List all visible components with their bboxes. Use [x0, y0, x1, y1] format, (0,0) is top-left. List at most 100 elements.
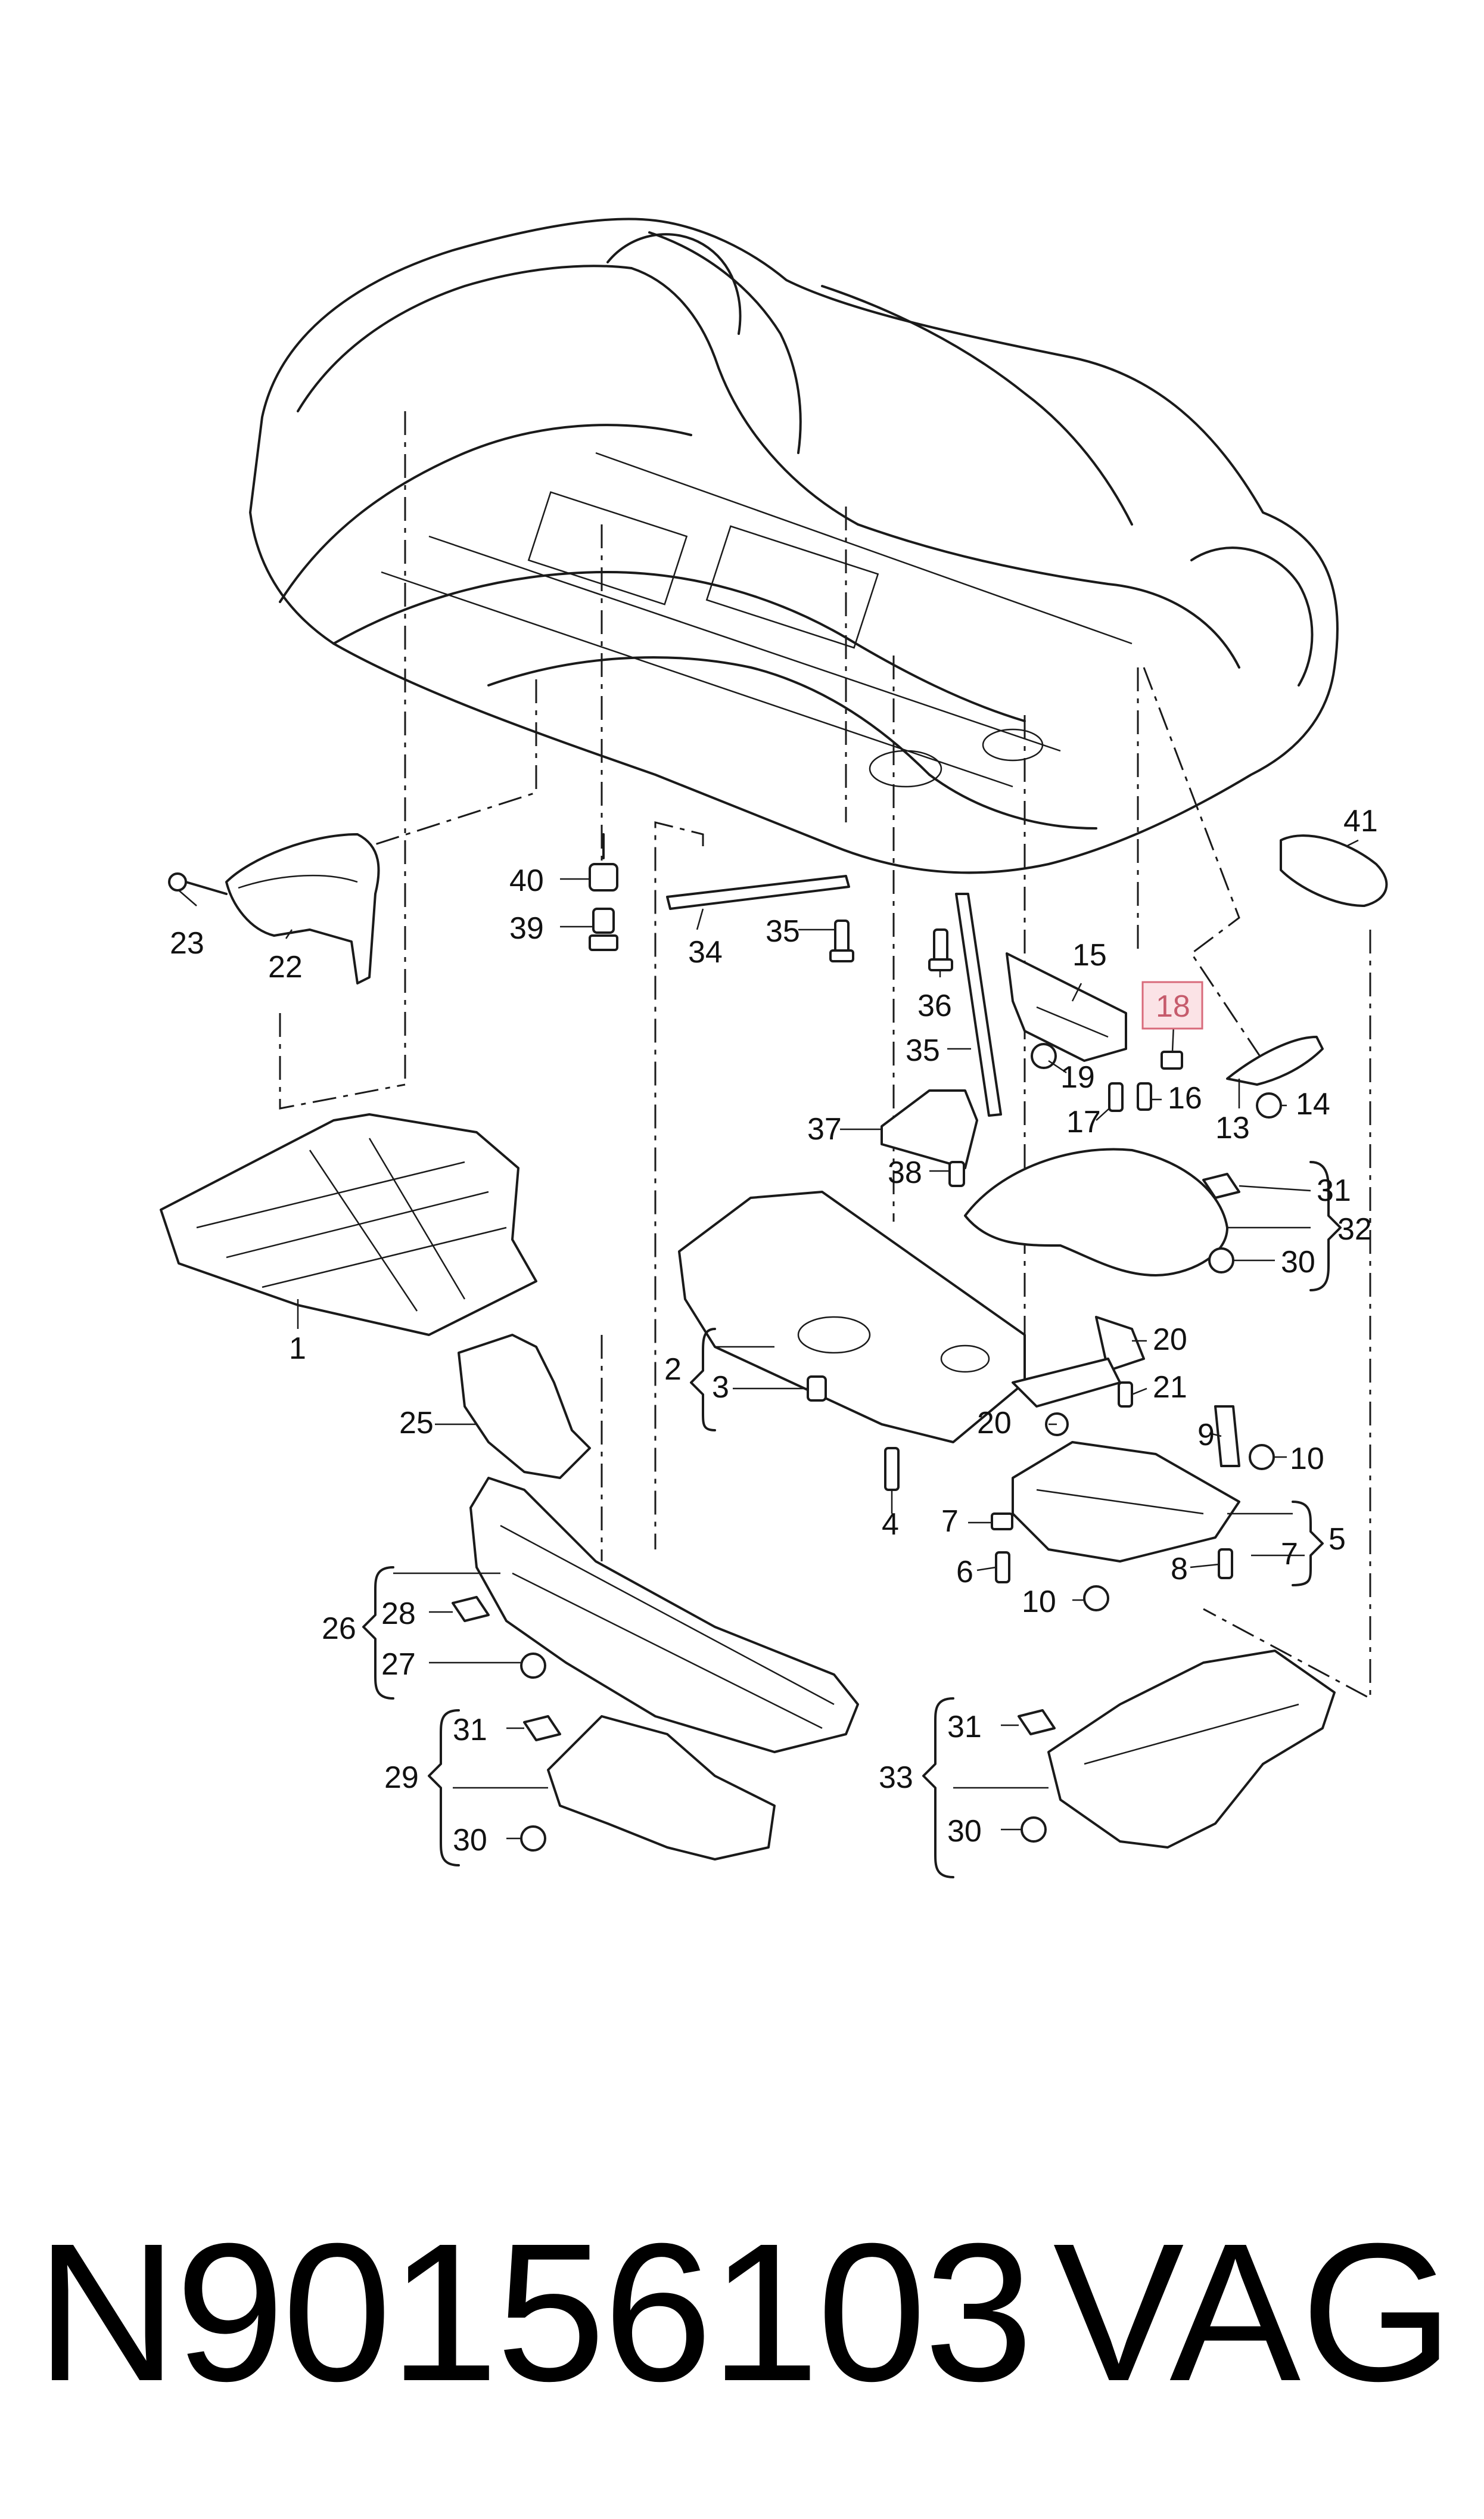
part-16-screw [1137, 1082, 1152, 1111]
label-36-a: 35 [766, 914, 800, 949]
part-2-center-panel [678, 1191, 1026, 1443]
label-25: 25 [399, 1406, 434, 1440]
part-7-clip [991, 1512, 1013, 1530]
part-36-bolt-lower [928, 928, 953, 971]
part-26-tunnel-shield [469, 1477, 859, 1753]
label-39: 39 [509, 911, 544, 946]
label-35: 35 [906, 1033, 940, 1068]
highlighted-label: 18 [1156, 989, 1190, 1024]
label-31-lower: 31 [947, 1710, 982, 1744]
part-36-bolt-upper [829, 920, 854, 962]
label-3: 3 [712, 1370, 729, 1405]
part-31-clip-lower [1018, 1709, 1056, 1735]
part-1-underbody-panel [160, 1113, 537, 1336]
part-5-rear-panel [1012, 1441, 1240, 1563]
label-31-left: 31 [453, 1713, 487, 1747]
label-37: 37 [807, 1112, 842, 1147]
part-34-strut-bar [666, 875, 850, 910]
label-34: 34 [688, 935, 723, 970]
part-32-heat-shield [964, 1148, 1228, 1276]
label-8: 8 [1171, 1552, 1188, 1586]
label-15: 15 [1072, 938, 1107, 973]
part-29-heat-shield [547, 1715, 776, 1860]
highlighted-callout-18: 18 [1141, 981, 1203, 1030]
label-31-right: 31 [1317, 1173, 1351, 1208]
part-10-nut-right [1249, 1444, 1275, 1470]
label-10-lower: 10 [1022, 1585, 1056, 1619]
label-33: 33 [879, 1760, 913, 1795]
label-17: 17 [1066, 1105, 1101, 1139]
part-13-air-duct [1226, 1036, 1324, 1086]
brand-name: VAG [1053, 2202, 1454, 2422]
part-27-nut [520, 1653, 546, 1679]
part-6-screw [995, 1551, 1010, 1583]
part-30-nut-right [1208, 1247, 1234, 1274]
exploded-parts-diagram: 23 22 40 39 34 35 15 36 35 19 17 16 13 1… [160, 218, 1388, 1878]
part-23-air-guide [225, 833, 380, 984]
part-10-nut-lower [1083, 1585, 1109, 1611]
part-8-screw [1218, 1548, 1233, 1579]
label-5: 5 [1329, 1522, 1346, 1557]
guide-lines [279, 411, 1371, 1700]
label-14: 14 [1296, 1087, 1330, 1122]
part-number: N90156103 [36, 2202, 1034, 2422]
label-29: 29 [384, 1760, 419, 1795]
part-19-nut [1031, 1043, 1057, 1069]
part-18-clip [1161, 1051, 1183, 1070]
part-4-bolt [884, 1447, 900, 1491]
label-23: 22 [268, 950, 303, 984]
part-37-bracket [881, 1089, 978, 1169]
label-32: 32 [1337, 1212, 1372, 1247]
part-30-nut-lower [1021, 1816, 1047, 1843]
label-21: 20 [977, 1406, 1012, 1440]
label-9: 9 [1197, 1418, 1215, 1452]
footer: N90156103 VAG [36, 2199, 1454, 2425]
label-6: 6 [956, 1555, 973, 1589]
label-38: 38 [888, 1156, 922, 1190]
part-22-clip [1118, 1381, 1133, 1408]
label-36-b: 36 [917, 989, 952, 1023]
label-30-left: 30 [453, 1823, 487, 1858]
part-33-heat-shield [1047, 1650, 1336, 1849]
label-1: 1 [289, 1331, 306, 1366]
callout-labels: 23 22 40 39 34 35 15 36 35 19 17 16 13 1… [170, 804, 1378, 1858]
part-30-nut-left [520, 1825, 546, 1852]
part-25-heat-shield [458, 1334, 591, 1479]
part-15-plate [1006, 952, 1127, 1062]
part-3-bolt [807, 1375, 827, 1402]
label-28: 28 [381, 1596, 416, 1631]
part-41-cap [1280, 834, 1388, 907]
label-13: 13 [1215, 1111, 1250, 1145]
label-30-lower: 30 [947, 1814, 982, 1849]
label-40: 40 [509, 864, 544, 898]
part-39-bolt [589, 908, 618, 951]
label-30-right: 30 [1281, 1245, 1315, 1279]
label-41: 41 [1343, 804, 1378, 838]
label-27: 27 [381, 1647, 416, 1682]
leader-lines [178, 839, 1359, 1878]
part-9-bracket [1214, 1405, 1240, 1467]
label-26: 26 [322, 1611, 356, 1646]
label-4: 4 [882, 1507, 899, 1542]
part-31-clip-right [1202, 1173, 1240, 1199]
label-10-right: 10 [1290, 1442, 1324, 1476]
part-38-bolt [948, 1161, 965, 1187]
label-24: 23 [170, 926, 204, 961]
part-40-nut [589, 833, 618, 892]
label-19: 19 [1060, 1060, 1095, 1095]
label-2: 2 [664, 1352, 682, 1387]
part-28-clip [452, 1596, 490, 1622]
part-31-clip-left [523, 1715, 561, 1741]
label-7-b: 7 [1281, 1537, 1298, 1571]
car-body-outline [249, 218, 1339, 874]
part-24-screw [168, 872, 228, 895]
part-17-screw [1108, 1082, 1124, 1112]
part-20-bracket [1095, 1316, 1145, 1372]
label-7-a: 7 [941, 1504, 959, 1539]
label-20: 20 [1153, 1322, 1187, 1357]
part-21-shield-small [1012, 1358, 1121, 1408]
part-35-strut [955, 893, 1002, 1117]
label-22: 21 [1153, 1370, 1187, 1405]
part-14-nut [1256, 1092, 1282, 1119]
label-16: 16 [1168, 1081, 1202, 1116]
